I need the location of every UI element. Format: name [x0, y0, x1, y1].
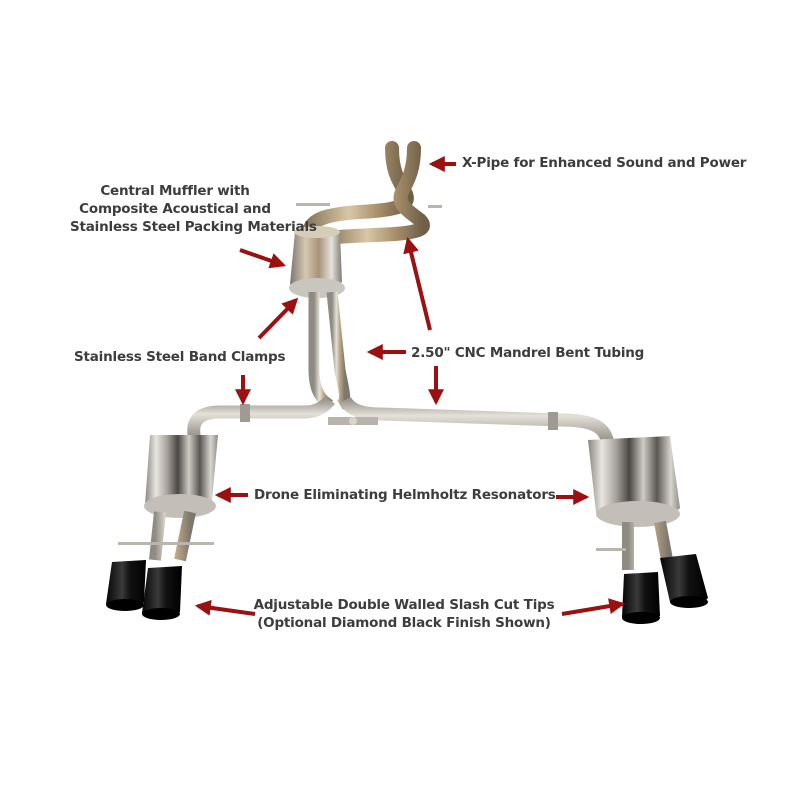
callout-central-muffler: Central Muffler with Composite Acoustica… — [70, 182, 317, 236]
callout-text: Drone Eliminating Helmholtz Resonators — [254, 487, 556, 503]
callout-text: 2.50" CNC Mandrel Bent Tubing — [411, 345, 645, 361]
callout-text-line-2: Composite Acoustical and — [79, 201, 271, 217]
callout-band-clamps: Stainless Steel Band Clamps — [74, 348, 285, 366]
left-resonator — [106, 435, 218, 620]
right-resonator — [588, 436, 708, 624]
callout-text-line-1: Central Muffler with — [100, 183, 250, 199]
arrow-central-muffler — [239, 248, 287, 269]
callout-xpipe: X-Pipe for Enhanced Sound and Power — [462, 154, 746, 172]
central-muffler — [289, 226, 345, 298]
mid-pipe — [187, 395, 615, 447]
arrow-tips-left — [194, 599, 256, 616]
callout-text-line-2: (Optional Diamond Black Finish Shown) — [257, 615, 551, 631]
callout-tips: Adjustable Double Walled Slash Cut Tips … — [244, 596, 564, 632]
arrow-band-clamp-upper — [257, 297, 299, 340]
callout-text: Stainless Steel Band Clamps — [74, 349, 286, 365]
callout-mandrel-tubing: 2.50" CNC Mandrel Bent Tubing — [411, 344, 644, 362]
arrow-mandrel-to-muffler — [403, 236, 432, 331]
callout-text: X-Pipe for Enhanced Sound and Power — [462, 155, 747, 171]
arrow-tips-right — [561, 598, 626, 616]
callout-text-line-3: Stainless Steel Packing Materials — [70, 219, 317, 235]
callout-arrows — [194, 156, 626, 616]
callout-resonators: Drone Eliminating Helmholtz Resonators — [254, 486, 556, 504]
callout-text-line-1: Adjustable Double Walled Slash Cut Tips — [253, 597, 555, 613]
x-pipe — [296, 141, 442, 245]
left-tips — [106, 560, 182, 620]
right-tips — [622, 554, 708, 624]
down-pipes — [308, 291, 351, 410]
